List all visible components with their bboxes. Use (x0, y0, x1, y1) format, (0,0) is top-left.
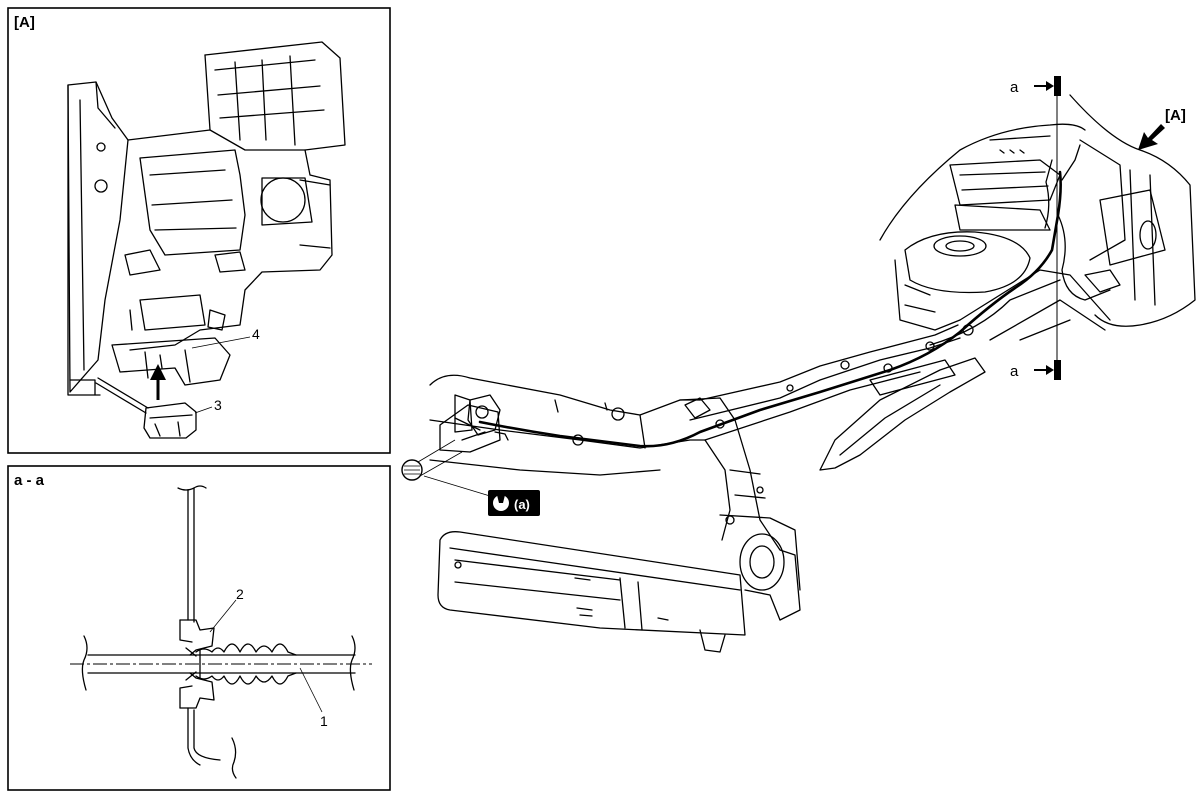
torque-leader (423, 475, 491, 497)
sensor-drawing (95, 377, 197, 439)
callout-4: 4 (252, 326, 260, 342)
harness-drawing (70, 635, 372, 691)
view-marker-label: [A] (1165, 107, 1186, 124)
bumper-reinforcement-drawing (437, 531, 781, 653)
detail-panel-a: [A] (7, 7, 391, 454)
leader-1 (299, 667, 323, 713)
bracket-drawing (124, 41, 346, 351)
harness-routing (478, 144, 1121, 448)
section-body-panel (177, 485, 237, 779)
side-panel-drawing (67, 81, 129, 396)
front-crossmember-drawing (429, 374, 801, 621)
callout-3: 3 (214, 397, 222, 413)
torque-spec-label: (a) (514, 497, 530, 512)
section-mark-top: a (1010, 79, 1019, 96)
body-upper-drawing (879, 94, 1196, 331)
front-sensor-drawing (439, 394, 509, 453)
section-cut-line: a a (1010, 76, 1061, 380)
wrench-icon (493, 495, 509, 511)
section-panel-title: a - a (14, 472, 45, 489)
detail-panel-frame (7, 7, 391, 454)
main-view: a a [A] (401, 76, 1196, 653)
torque-spec-badge: (a) (488, 490, 540, 516)
leader-3 (194, 406, 213, 414)
view-direction-arrow-icon (1138, 124, 1165, 150)
bolt-icon (401, 439, 463, 481)
callout-2: 2 (236, 586, 244, 602)
lower-mount-drawing (111, 337, 231, 386)
detail-panel-title: [A] (14, 14, 35, 31)
install-arrow (150, 364, 166, 400)
leader-2 (209, 599, 237, 633)
section-mark-bottom: a (1010, 363, 1019, 380)
leader-4 (191, 336, 251, 349)
section-panel: a - a 2 1 (7, 465, 391, 791)
callout-1: 1 (320, 713, 328, 729)
